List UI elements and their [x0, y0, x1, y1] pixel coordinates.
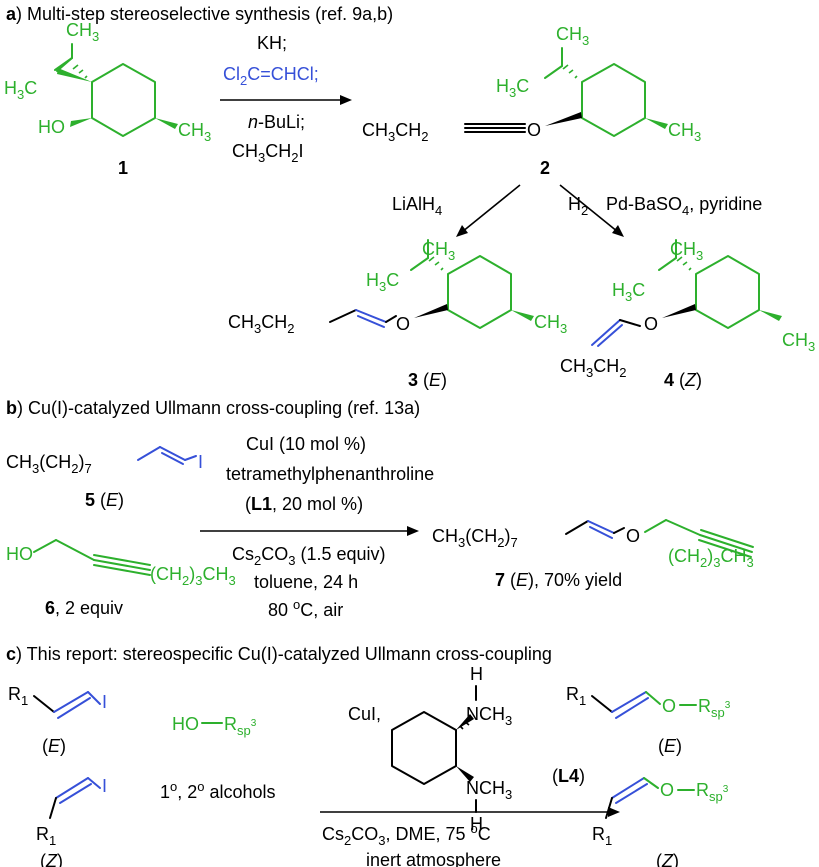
ligand-l4-diamine: H NCH3 NCH3 H (L4) — [391, 664, 585, 834]
panel-b-heading: b) Cu(I)-catalyzed Ullmann cross-couplin… — [6, 398, 420, 418]
compound-2-label: 2 — [540, 158, 550, 178]
product-e-enol-ether: R1 O Rsp3 (E) — [566, 684, 731, 756]
conditions-c-line2: inert atmosphere — [366, 850, 501, 867]
compound-5-label: 5 (E) — [85, 490, 124, 510]
panel-a-heading: a) Multi-step stereoselective synthesis … — [6, 4, 393, 24]
svg-text:O: O — [662, 696, 676, 716]
compound-3-e-enol-ether: CH3CH2 O CH3 H3C CH3 3 (E) — [228, 239, 567, 390]
ring-bond — [57, 68, 92, 82]
svg-text:(CH2)3CH3: (CH2)3CH3 — [668, 546, 754, 570]
arrow-a-main — [220, 95, 352, 105]
arrow-b-main — [200, 526, 419, 536]
svg-text:O: O — [644, 314, 658, 334]
reagent-trichloroethylene: Cl2C=CHCl; — [223, 64, 319, 88]
ligand-l4-label: (L4) — [552, 766, 585, 786]
reagent-nbuli: n-BuLi; — [248, 112, 305, 132]
svg-text:I: I — [198, 452, 203, 472]
svg-text:CH3: CH3 — [178, 120, 211, 144]
panel-c-heading: c) This report: stereospecific Cu(I)-cat… — [6, 644, 552, 664]
svg-text:Rsp3: Rsp3 — [224, 714, 257, 738]
svg-text:I: I — [102, 776, 107, 796]
conditions-c-line1: Cs2CO3, DME, 75 oC — [322, 821, 491, 848]
svg-text:CH3: CH3 — [556, 24, 589, 48]
svg-text:HO: HO — [6, 544, 33, 564]
svg-text:CH3(CH2)7: CH3(CH2)7 — [6, 452, 92, 476]
svg-text:R1: R1 — [8, 684, 28, 708]
svg-text:H3C: H3C — [366, 270, 399, 294]
svg-text:Rsp3: Rsp3 — [696, 780, 729, 804]
alcohol-reagent: HO — [172, 714, 199, 734]
product-e-label: (E) — [658, 736, 682, 756]
svg-text:O: O — [626, 526, 640, 546]
compound-1-label: 1 — [118, 158, 128, 178]
compound-7-label: 7 (E), 70% yield — [495, 570, 622, 590]
svg-text:I: I — [102, 692, 107, 712]
svg-text:CH3CH2: CH3CH2 — [560, 356, 626, 380]
base-cs2co3: Cs2CO3 (1.5 equiv) — [232, 544, 386, 568]
svg-text:R1: R1 — [36, 824, 56, 848]
compound-6-alkynol: HO (CH2)3CH3 6, 2 equiv — [6, 539, 236, 618]
arrow-c-main — [320, 807, 620, 817]
svg-text:O: O — [660, 780, 674, 800]
arrow-to-4 — [559, 184, 624, 237]
svg-text:H: H — [470, 814, 483, 834]
svg-text:NCH3: NCH3 — [466, 778, 512, 802]
svg-text:CH3(CH2)7: CH3(CH2)7 — [432, 526, 518, 550]
compound-4-label: 4 (Z) — [664, 370, 702, 390]
substrate-z-label: (Z) — [40, 851, 63, 867]
ligand-tmphen: tetramethylphenanthroline — [226, 464, 434, 484]
arrow-to-3 — [456, 184, 521, 237]
svg-text:CH3: CH3 — [534, 312, 567, 336]
catalyst-cui-c: CuI, — [348, 704, 381, 724]
temperature-air: 80 oC, air — [268, 597, 343, 620]
alcohol-class: 1o, 2o alcohols — [160, 779, 276, 802]
svg-text:R1: R1 — [566, 684, 586, 708]
svg-text:CH3CH2: CH3CH2 — [362, 120, 428, 144]
svg-text:H: H — [470, 664, 483, 684]
compound-3-label: 3 (E) — [408, 370, 447, 390]
product-z-enol-ether: O Rsp3 R1 (Z) — [592, 777, 729, 867]
svg-text:H3C: H3C — [496, 76, 529, 100]
compound-2-ynol-ether: CH3CH2 O CH3 H3C CH3 2 — [362, 24, 701, 178]
svg-text:R1: R1 — [592, 824, 612, 848]
reagent-pd-baso4: Pd-BaSO4, pyridine — [606, 194, 762, 218]
svg-text:O: O — [396, 314, 410, 334]
compound-4-z-enol-ether: O CH3 H3C CH3 CH3CH2 4 (Z) — [560, 239, 815, 390]
svg-text:CH3: CH3 — [782, 330, 815, 354]
catalyst-cui: CuI (10 mol %) — [246, 434, 366, 454]
reagent-h2: H2 — [568, 194, 588, 218]
substrate-e-vinyl-iodide: R1 I (E) — [8, 684, 107, 756]
reagent-ethyl-iodide: CH3CH2I — [232, 141, 303, 165]
solvent-time: toluene, 24 h — [254, 572, 358, 592]
ligand-l1-loading: (L1, 20 mol %) — [245, 494, 363, 514]
svg-text:Rsp3: Rsp3 — [698, 696, 731, 720]
reagent-kh: KH; — [257, 33, 287, 53]
svg-text:HO: HO — [38, 117, 65, 137]
reagent-lialh4: LiAlH4 — [392, 194, 442, 218]
svg-text:(CH2)3CH3: (CH2)3CH3 — [150, 564, 236, 588]
compound-1-menthol: CH3 H3C HO CH3 1 — [4, 20, 211, 178]
substrate-e-label: (E) — [42, 736, 66, 756]
svg-text:CH3: CH3 — [668, 120, 701, 144]
product-z-label: (Z) — [656, 851, 679, 867]
svg-text:NCH3: NCH3 — [466, 704, 512, 728]
compound-7-product: CH3(CH2)7 O (CH2)3CH3 7 (E), 70% yield — [432, 519, 754, 590]
compound-5-vinyl-iodide: CH3(CH2)7 I 5 (E) — [6, 446, 203, 510]
compound-6-label: 6, 2 equiv — [45, 598, 123, 618]
svg-text:H3C: H3C — [4, 78, 37, 102]
svg-text:H3C: H3C — [612, 280, 645, 304]
svg-text:O: O — [527, 120, 541, 140]
substrate-z-vinyl-iodide: I R1 (Z) — [36, 776, 107, 867]
svg-text:CH3CH2: CH3CH2 — [228, 312, 294, 336]
